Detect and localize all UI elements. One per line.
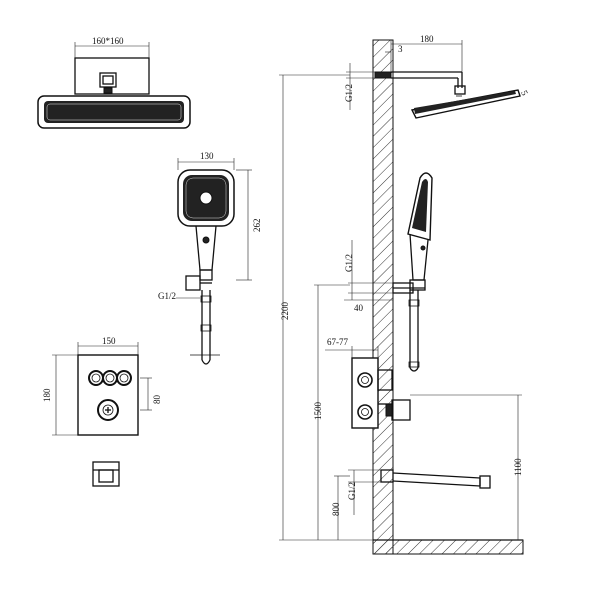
label-offset-40: 40 xyxy=(354,303,364,313)
dim-low-height: 800 xyxy=(331,475,350,540)
label-thread-handheld-left: G1/2 xyxy=(158,291,176,301)
dim-valve-height: 1500 xyxy=(313,284,350,540)
dim-panel-height: 180 xyxy=(42,354,78,436)
label-panel-height: 180 xyxy=(42,388,52,402)
dim-arm-length: 180 3 5 xyxy=(385,34,530,98)
label-head-width: 180 xyxy=(420,34,434,44)
valve-body xyxy=(351,357,411,429)
label-thread-top: G1/2 xyxy=(344,84,354,102)
label-head-diag: 5 xyxy=(519,89,530,98)
dim-range: 67-77 xyxy=(325,337,379,358)
wall-hand-shower xyxy=(392,172,433,372)
dim-handheld-width: 130 xyxy=(177,151,235,170)
label-thread-low: G1/2 xyxy=(347,482,357,500)
overhead-shower-front-view xyxy=(37,95,191,129)
dim-total-height: 2200 xyxy=(279,74,373,541)
dim-head-square: 160*160 xyxy=(74,36,150,58)
label-range: 67-77 xyxy=(327,337,348,347)
overhead-shower-top-view xyxy=(74,57,150,95)
label-head-square: 160*160 xyxy=(92,36,124,46)
dim-panel-width: 150 xyxy=(77,336,139,355)
dim-top-thread: G1/2 xyxy=(344,63,375,110)
label-panel-width: 150 xyxy=(102,336,116,346)
label-h-total: 2200 xyxy=(280,302,290,321)
label-h-low: 800 xyxy=(331,502,341,516)
hand-shower xyxy=(177,169,235,365)
wall-bracket-small xyxy=(92,461,120,487)
dim-handheld-height: 262 xyxy=(236,169,262,281)
label-panel-80: 80 xyxy=(152,395,162,405)
label-wall-gap: 3 xyxy=(398,44,403,54)
label-h-valve: 1500 xyxy=(313,402,323,421)
dim-low-thread: G1/2 xyxy=(347,469,381,515)
wall-section xyxy=(372,39,524,555)
dim-panel-80: 80 xyxy=(140,377,162,411)
label-handheld-width: 130 xyxy=(200,151,214,161)
dim-handheld-thread: G1/2 xyxy=(158,291,200,301)
shower-arm-and-head xyxy=(374,71,521,119)
control-panel xyxy=(77,354,139,436)
dim-mid-thread: G1/2 40 xyxy=(344,240,393,313)
label-h-spout: 1100 xyxy=(513,458,523,476)
tub-spout xyxy=(380,469,491,489)
label-handheld-height: 262 xyxy=(252,219,262,233)
label-thread-mid: G1/2 xyxy=(344,254,354,272)
dim-spout-height: 1100 xyxy=(410,394,523,540)
